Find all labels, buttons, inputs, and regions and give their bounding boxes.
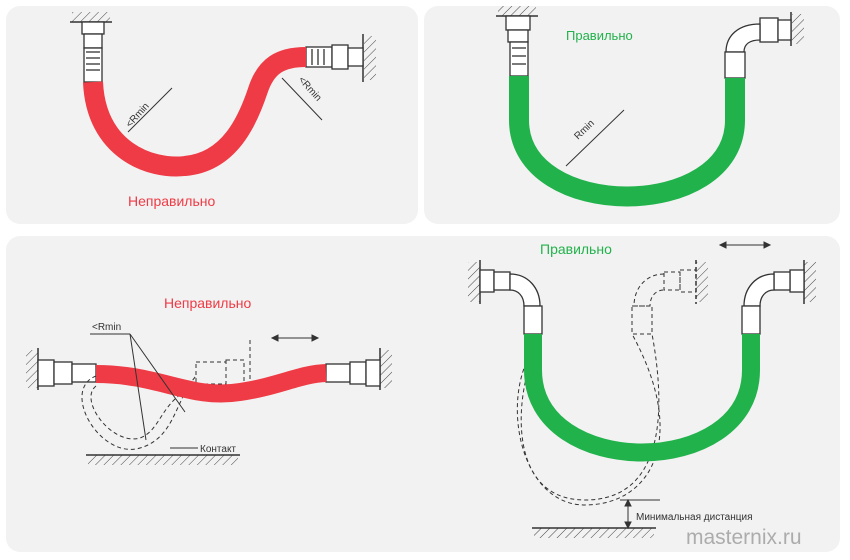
fitting-right-elbow <box>741 269 805 335</box>
status-right: Правильно <box>540 241 612 257</box>
fitting-left <box>505 15 531 77</box>
hose-red <box>95 364 327 403</box>
fitting-right <box>325 359 381 387</box>
bottom-left-figure: <Rmin Контакт Неправильно <box>26 295 392 465</box>
fitting-left <box>81 21 105 83</box>
fitting-right-elbow <box>724 17 792 79</box>
watermark: masternix.ru <box>686 526 802 549</box>
min-distance-label: Минимальная дистанция <box>636 512 752 523</box>
rmin-label: <Rmin <box>124 101 152 130</box>
fitting-left <box>37 359 97 387</box>
bottom-right-figure: Минимальная дистанция Правильно <box>468 241 816 538</box>
hose-green <box>524 334 760 462</box>
rmin-label: <Rmin <box>296 75 324 104</box>
status-right: Правильно <box>566 28 633 43</box>
hose-red <box>83 47 307 177</box>
top-right-figure: Rmin Правильно <box>496 6 804 207</box>
rmin-label: Rmin <box>572 118 596 142</box>
status-wrong: Неправильно <box>128 193 216 209</box>
status-wrong: Неправильно <box>164 295 252 311</box>
alternate-position <box>516 269 697 506</box>
fitting-left-elbow <box>479 269 543 335</box>
fitting-right <box>305 44 364 70</box>
top-left-figure: <Rmin <Rmin Неправильно <box>70 12 376 209</box>
wall-hatch <box>72 12 110 22</box>
panel-top-left <box>6 6 418 224</box>
hose-green <box>509 76 745 207</box>
contact-label: Контакт <box>200 444 236 455</box>
rmin-label: <Rmin <box>92 322 121 333</box>
